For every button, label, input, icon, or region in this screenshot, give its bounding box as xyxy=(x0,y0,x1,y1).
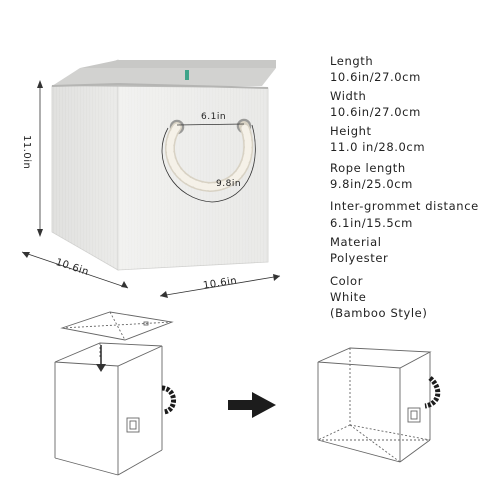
label-tag-icon xyxy=(185,70,189,80)
grommet-distance-label: 6.1in xyxy=(201,112,227,122)
spec-length-label: Length xyxy=(330,54,374,68)
grommet-distance-line xyxy=(176,123,245,126)
assembled-box-drawing xyxy=(317,347,432,463)
spec-material-value: Polyester xyxy=(330,251,389,265)
spec-grommet-label: Inter-grommet distance xyxy=(330,199,479,213)
rope-length-label: 9.8in xyxy=(216,179,242,189)
bottom-insert-panel xyxy=(60,311,174,341)
empty-box-drawing xyxy=(54,342,163,476)
rope-handle-left-drawing xyxy=(161,385,176,415)
spec-color-note: (Bamboo Style) xyxy=(330,306,428,320)
spec-height-value: 11.0 in/28.0cm xyxy=(330,140,426,154)
rope-handle-right-drawing xyxy=(424,376,441,409)
spec-rope-length-value: 9.8in/25.0cm xyxy=(330,177,413,191)
spec-rope-length-label: Rope length xyxy=(330,161,406,175)
spec-color-value: White xyxy=(330,290,367,304)
spec-length-value: 10.6in/27.0cm xyxy=(330,70,421,84)
depth-dimension-line xyxy=(21,251,129,289)
right-arrow-icon xyxy=(228,392,276,418)
spec-width-value: 10.6in/27.0cm xyxy=(330,105,421,119)
spec-material-label: Material xyxy=(330,235,382,249)
spec-color-label: Color xyxy=(330,274,364,288)
spec-width-label: Width xyxy=(330,89,367,103)
width-dimension-line xyxy=(159,275,281,297)
rope-length-line xyxy=(161,124,256,203)
spec-grommet-value: 6.1in/15.5cm xyxy=(330,216,413,230)
spec-height-label: Height xyxy=(330,124,372,138)
